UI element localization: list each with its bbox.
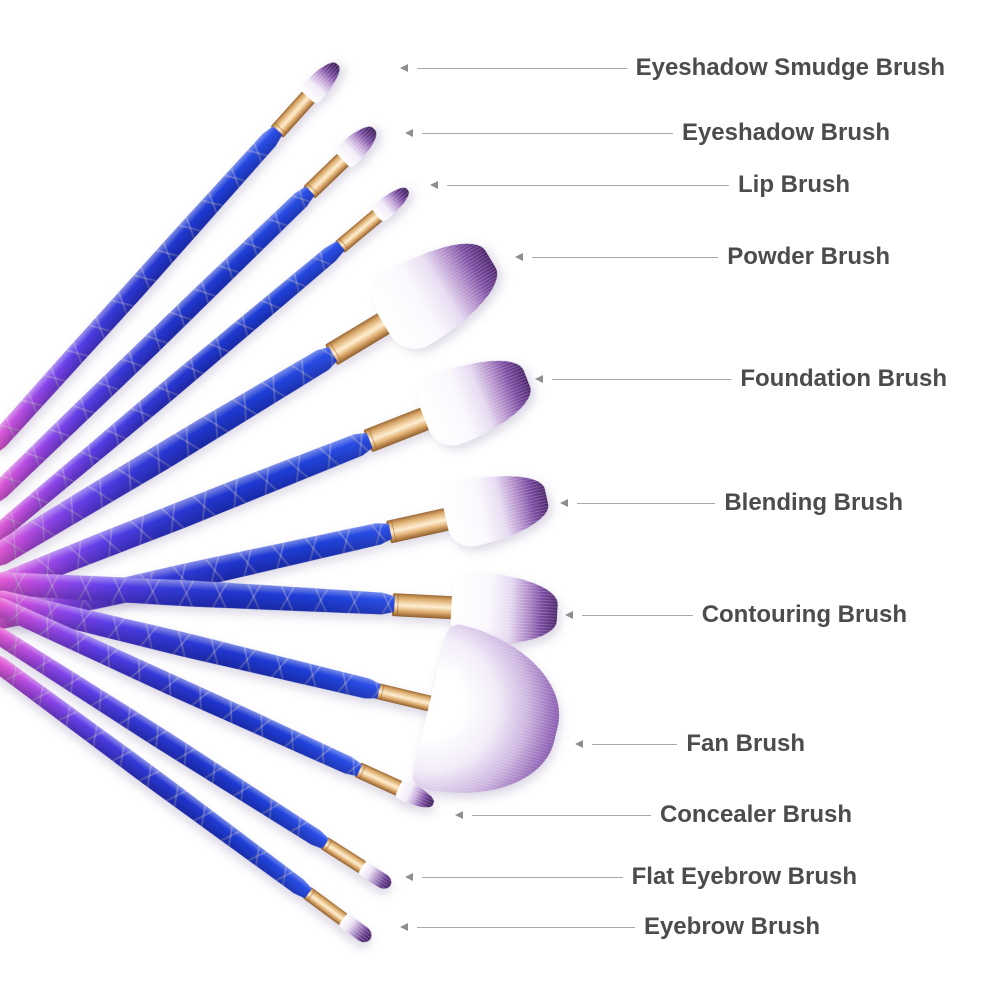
leader-line xyxy=(447,184,729,186)
brush-ferrule xyxy=(385,507,450,543)
leader-line xyxy=(422,876,623,878)
leader-line xyxy=(472,814,651,816)
brush-bristles xyxy=(357,860,395,892)
brush-label: Fan Brush xyxy=(686,730,805,757)
brush-label: Eyebrow Brush xyxy=(643,913,820,940)
brush-bristles xyxy=(438,464,554,552)
brush-ferrule xyxy=(375,683,433,712)
brush-label: Powder Brush xyxy=(727,243,890,270)
annotation-flat-eyebrow-brush: Flat Eyebrow Brush xyxy=(405,861,857,893)
leader-arrow-icon xyxy=(565,611,573,619)
leader-line xyxy=(422,132,673,134)
leader-arrow-icon xyxy=(515,253,523,261)
leader-arrow-icon xyxy=(400,64,408,72)
brush-ferrule xyxy=(320,836,367,874)
brush-bristles xyxy=(361,223,513,360)
leader-line xyxy=(592,743,678,745)
leader-arrow-icon xyxy=(455,811,463,819)
leader-line xyxy=(582,614,693,616)
brush-label: Lip Brush xyxy=(738,171,850,198)
leader-arrow-icon xyxy=(575,740,583,748)
annotation-eyeshadow-brush: Eyeshadow Brush xyxy=(405,117,890,149)
leader-line xyxy=(552,378,732,380)
brush-label: Eyeshadow Brush xyxy=(681,119,890,146)
annotation-eyeshadow-smudge-brush: Eyeshadow Smudge Brush xyxy=(400,52,945,84)
annotation-foundation-brush: Foundation Brush xyxy=(535,363,947,395)
brush-bristles xyxy=(338,912,375,946)
annotation-powder-brush: Powder Brush xyxy=(515,241,890,273)
annotation-blending-brush: Blending Brush xyxy=(560,487,903,519)
leader-line xyxy=(532,256,719,258)
leader-arrow-icon xyxy=(405,873,413,881)
brush-bristles xyxy=(409,621,576,816)
brush-ferrule xyxy=(363,407,430,453)
leader-line xyxy=(417,926,635,928)
annotation-concealer-brush: Concealer Brush xyxy=(455,799,852,831)
brush-label: Foundation Brush xyxy=(740,365,947,392)
leader-arrow-icon xyxy=(400,923,408,931)
brush-label: Concealer Brush xyxy=(659,801,852,828)
annotation-contouring-brush: Contouring Brush xyxy=(565,599,907,631)
leader-arrow-icon xyxy=(535,375,543,383)
brush-label: Contouring Brush xyxy=(701,601,907,628)
brush-ferrule xyxy=(334,209,383,253)
leader-line xyxy=(417,67,627,69)
leader-arrow-icon xyxy=(560,499,568,507)
brush-bristles xyxy=(410,344,541,454)
annotation-eyebrow-brush: Eyebrow Brush xyxy=(400,911,820,943)
annotation-fan-brush: Fan Brush xyxy=(575,728,805,760)
leader-line xyxy=(577,502,716,504)
brush-label: Blending Brush xyxy=(724,489,903,516)
annotation-lip-brush: Lip Brush xyxy=(430,169,850,201)
brush-label: Flat Eyebrow Brush xyxy=(631,863,857,890)
leader-arrow-icon xyxy=(430,181,438,189)
leader-arrow-icon xyxy=(405,129,413,137)
brush-label: Eyeshadow Smudge Brush xyxy=(635,54,945,81)
